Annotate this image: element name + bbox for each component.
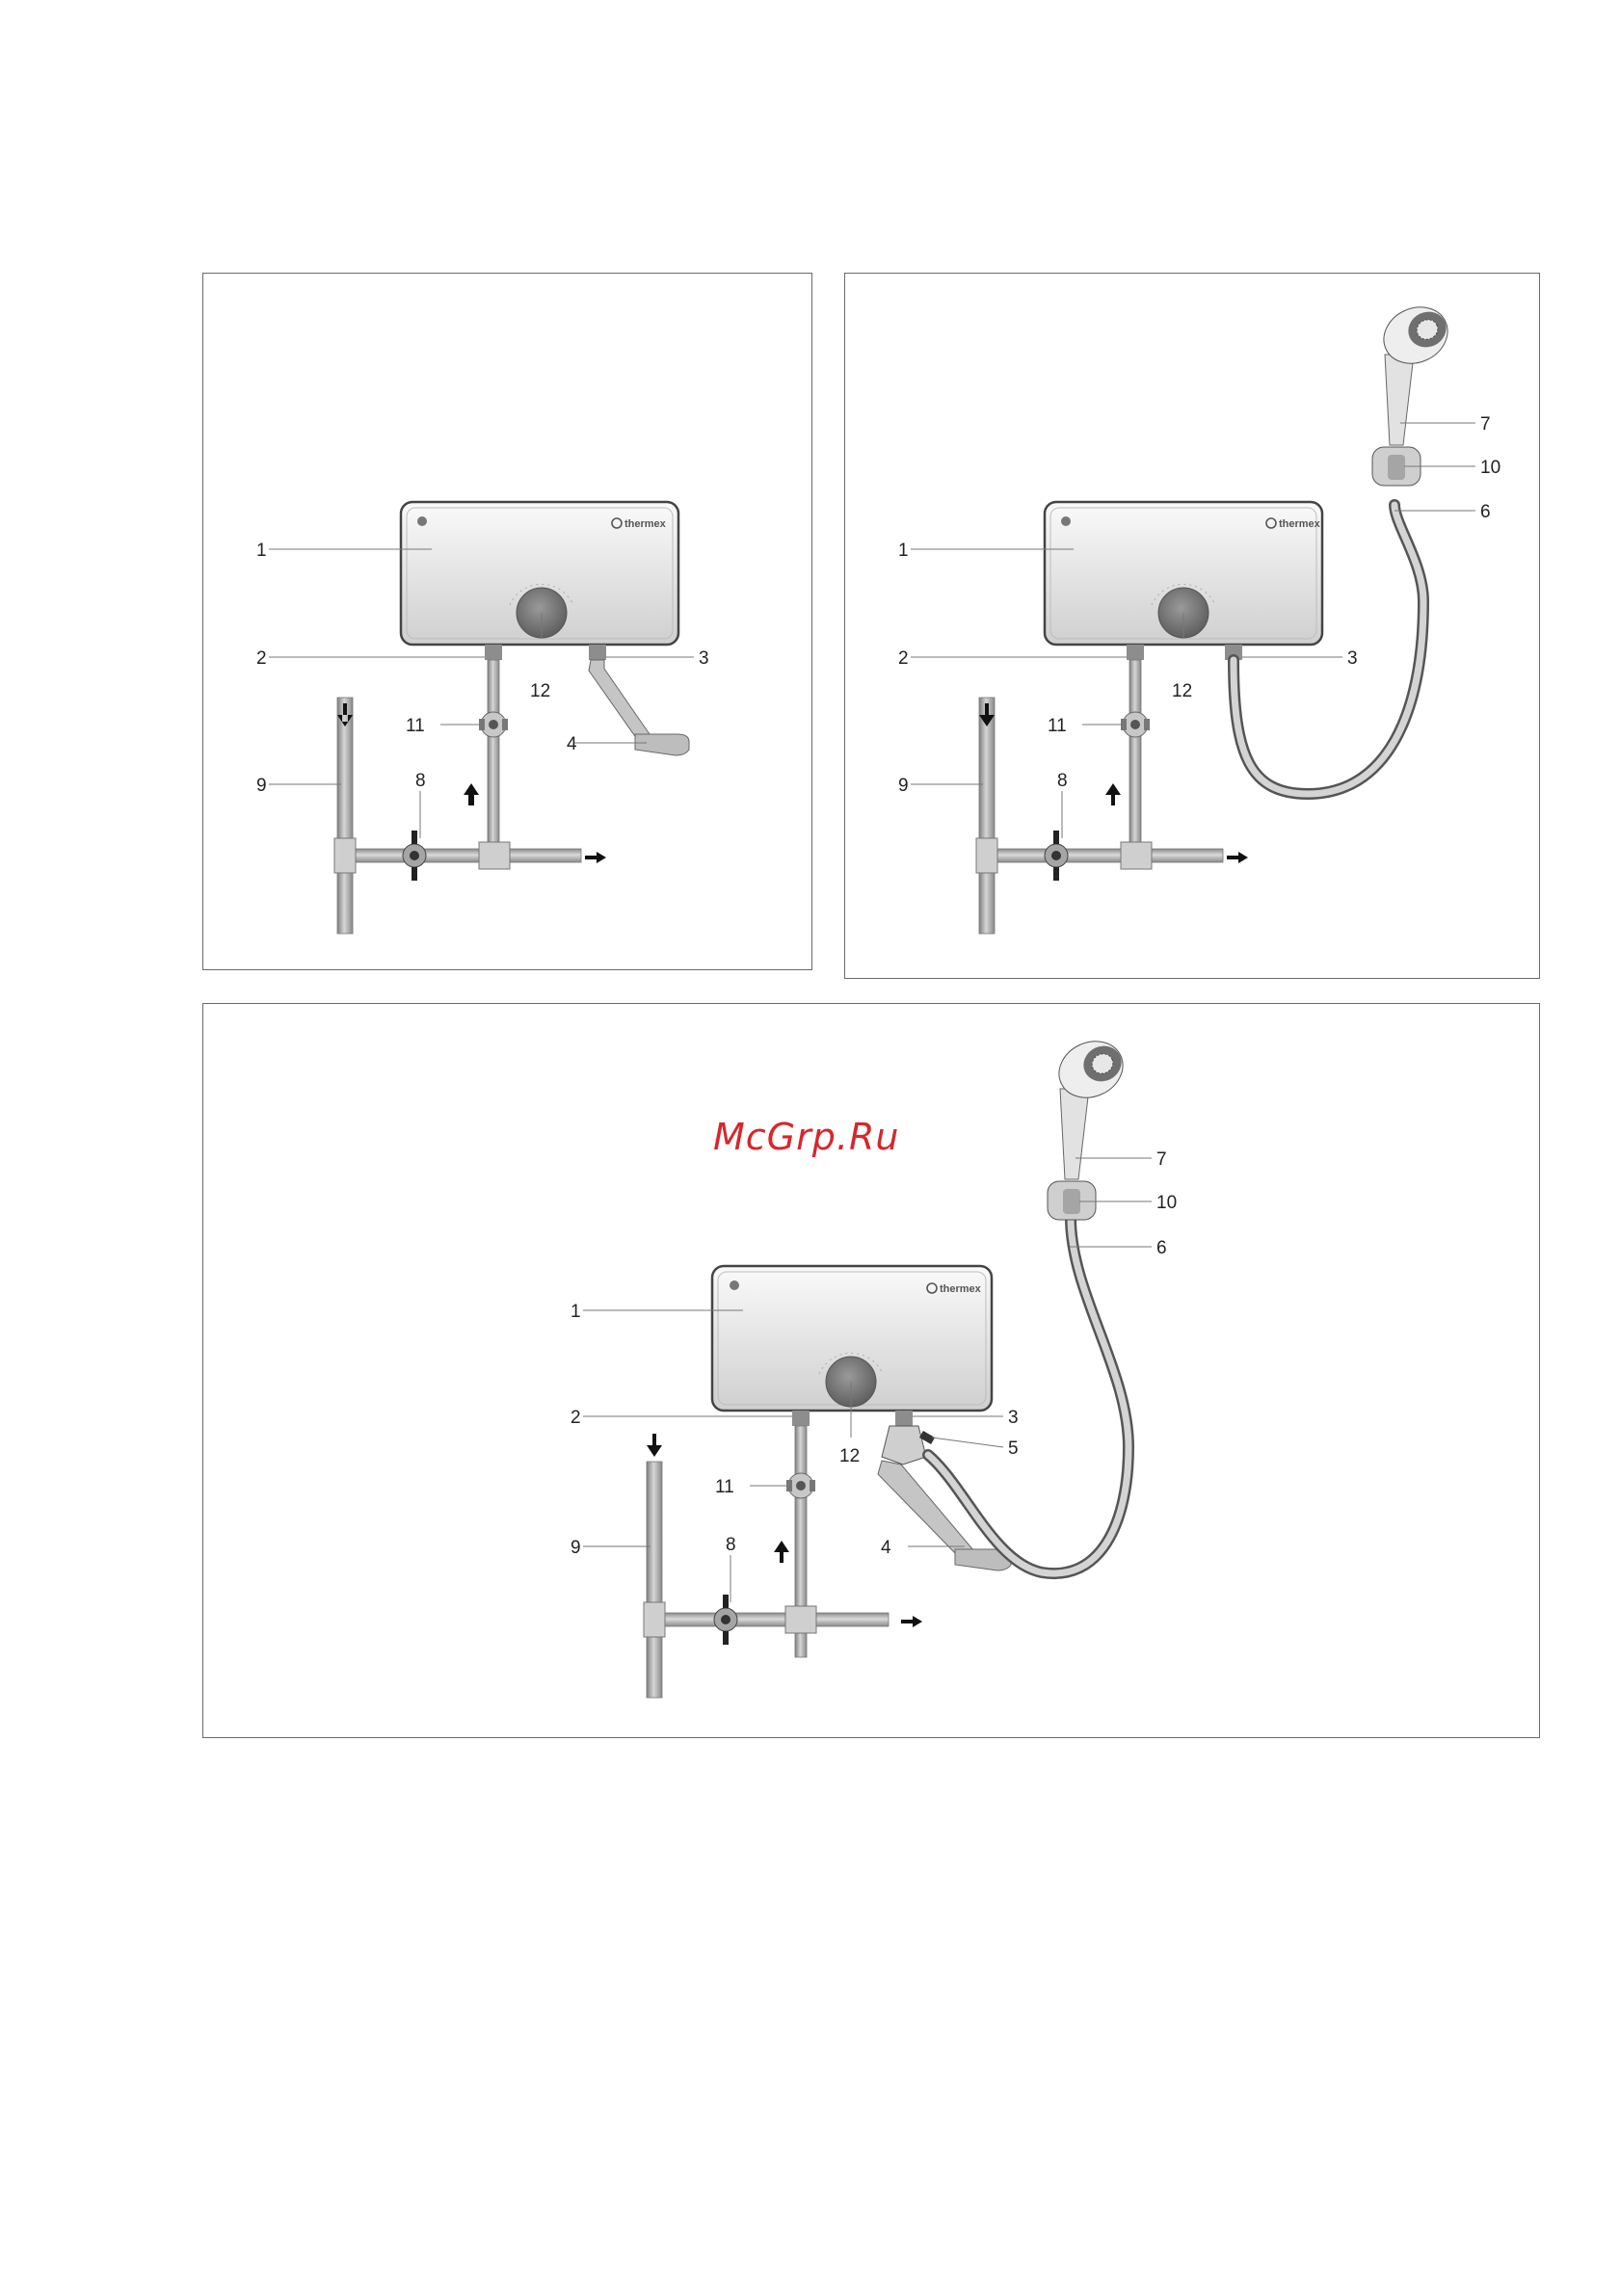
water-heater: thermex — [712, 1266, 992, 1411]
callout-11: 11 — [1048, 716, 1067, 736]
callout-5: 5 — [1008, 1438, 1019, 1459]
svg-text:thermex: thermex — [1279, 518, 1321, 530]
faucet-spout — [589, 660, 689, 755]
callout-9: 9 — [898, 776, 909, 796]
callout-2: 2 — [898, 648, 909, 669]
callout-4: 4 — [567, 734, 577, 754]
callout-11: 11 — [715, 1477, 734, 1497]
callout-6: 6 — [1480, 502, 1491, 522]
callout-2: 2 — [571, 1408, 581, 1428]
callout-3: 3 — [699, 648, 709, 669]
shower-head — [1049, 1031, 1131, 1179]
diagram-panel-faucet-and-shower: thermex — [202, 1003, 1540, 1738]
callout-10: 10 — [1480, 458, 1500, 478]
water-heater: thermex — [401, 502, 678, 645]
callout-6: 6 — [1156, 1238, 1167, 1258]
callout-12: 12 — [839, 1446, 860, 1466]
callout-1: 1 — [571, 1302, 581, 1322]
callout-8: 8 — [1057, 771, 1068, 791]
diagram-panel-faucet: thermex — [202, 273, 812, 970]
callout-9: 9 — [571, 1538, 581, 1558]
callout-8: 8 — [726, 1535, 736, 1555]
callout-4: 4 — [881, 1538, 891, 1558]
shutoff-valve-8 — [1045, 831, 1068, 881]
shutoff-valve-11 — [479, 712, 508, 737]
callout-2: 2 — [256, 648, 267, 669]
shutoff-valve-8 — [403, 831, 426, 881]
callout-9: 9 — [256, 776, 267, 796]
callout-7: 7 — [1480, 414, 1491, 435]
indicator-light — [417, 516, 427, 526]
svg-text:thermex: thermex — [624, 518, 667, 530]
callout-11: 11 — [406, 716, 425, 736]
flow-arrows — [337, 703, 606, 863]
flow-arrows — [979, 703, 1248, 863]
callout-12: 12 — [530, 681, 550, 701]
watermark: McGrp.Ru — [713, 1116, 899, 1158]
shower-holder — [1048, 1181, 1096, 1220]
shutoff-valve-8 — [714, 1595, 737, 1645]
callout-1: 1 — [256, 541, 267, 561]
diagram-panel-shower: thermex — [844, 273, 1540, 979]
shutoff-valve-11 — [1121, 712, 1150, 737]
callout-10: 10 — [1156, 1193, 1177, 1213]
callout-3: 3 — [1347, 648, 1358, 669]
callout-12: 12 — [1172, 681, 1192, 701]
callout-1: 1 — [898, 541, 909, 561]
callout-3: 3 — [1008, 1408, 1019, 1428]
callout-7: 7 — [1156, 1149, 1167, 1170]
svg-text:thermex: thermex — [940, 1283, 982, 1295]
indicator-light — [730, 1280, 739, 1290]
shutoff-valve-11 — [786, 1473, 815, 1498]
callout-8: 8 — [415, 771, 426, 791]
indicator-light — [1061, 516, 1071, 526]
